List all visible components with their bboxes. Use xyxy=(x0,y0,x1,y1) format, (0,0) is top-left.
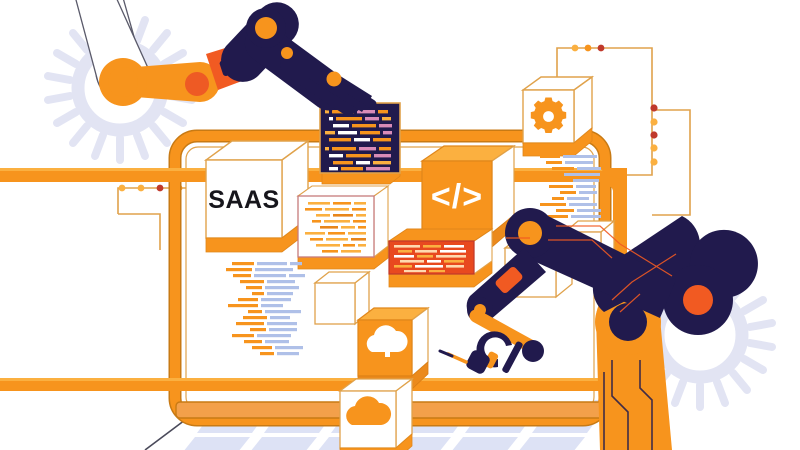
document-code-lines xyxy=(305,202,366,253)
robot-arm-top-left[interactable] xyxy=(72,0,377,115)
robot-joint-b xyxy=(185,72,209,96)
code-cube-label: </> xyxy=(431,178,483,216)
gear-cube[interactable] xyxy=(520,75,595,157)
gear-icon xyxy=(530,97,567,133)
connector-dots-right xyxy=(650,104,658,166)
saas-cube-label: SAAS xyxy=(208,186,279,214)
cloud-icon xyxy=(346,396,392,425)
robot-gripper-link xyxy=(469,309,541,355)
cloud-upload-icon xyxy=(366,325,408,357)
terminal-red-panel[interactable] xyxy=(387,227,494,288)
code-cube[interactable]: </> xyxy=(420,144,516,248)
laptop-stand-leg xyxy=(144,419,186,450)
robot-gripper-base xyxy=(522,340,544,362)
cloud-upload-cube[interactable] xyxy=(356,306,430,390)
saas-cube[interactable]: SAAS xyxy=(203,139,311,253)
robot-tip-joint xyxy=(326,71,342,87)
code-block-left xyxy=(226,262,305,356)
terminal-dark-panel[interactable] xyxy=(319,102,401,185)
blank-cube-left[interactable] xyxy=(313,270,371,326)
code-block-right xyxy=(540,155,601,218)
cloud-cube[interactable] xyxy=(338,377,414,450)
robot-small-joint xyxy=(281,47,293,59)
robot-navy-lower-link xyxy=(280,49,372,115)
ribbon-lower xyxy=(0,378,620,391)
robot-arm-bottom-right[interactable] xyxy=(438,208,758,450)
robot-boom xyxy=(505,208,758,335)
robot-elbow-joint xyxy=(255,17,277,39)
robot-joint-a xyxy=(108,67,138,97)
robot-circuit-traces xyxy=(506,225,677,313)
terminal-red-code-lines xyxy=(394,245,466,273)
document-light-panel[interactable] xyxy=(296,184,390,270)
connector-dots-top xyxy=(571,44,605,52)
robot-drill-tool xyxy=(438,331,523,374)
robot-tool-tip xyxy=(345,85,377,109)
